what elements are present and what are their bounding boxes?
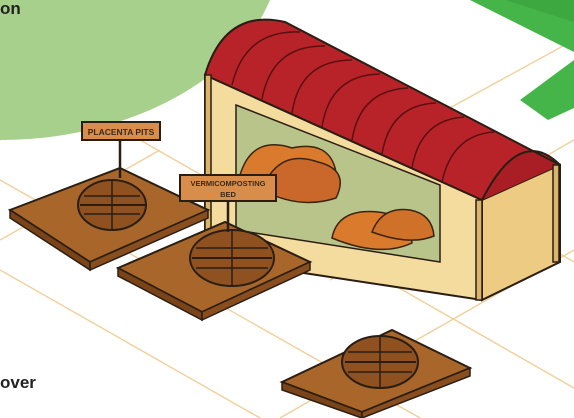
front-soil-bed — [282, 330, 470, 418]
placenta-pits-sign: PLACENTA PITS — [82, 122, 160, 178]
green-stripes — [470, 0, 574, 120]
heading-fragment-top: on — [0, 0, 21, 18]
heading-fragment-bottom: over — [0, 373, 36, 392]
placenta-pits-sign-text: PLACENTA PITS — [88, 127, 155, 137]
vermicomposting-sign-line1: VERMICOMPOSTING — [190, 179, 265, 188]
vermicomposting-sign-line2: BED — [220, 190, 236, 199]
